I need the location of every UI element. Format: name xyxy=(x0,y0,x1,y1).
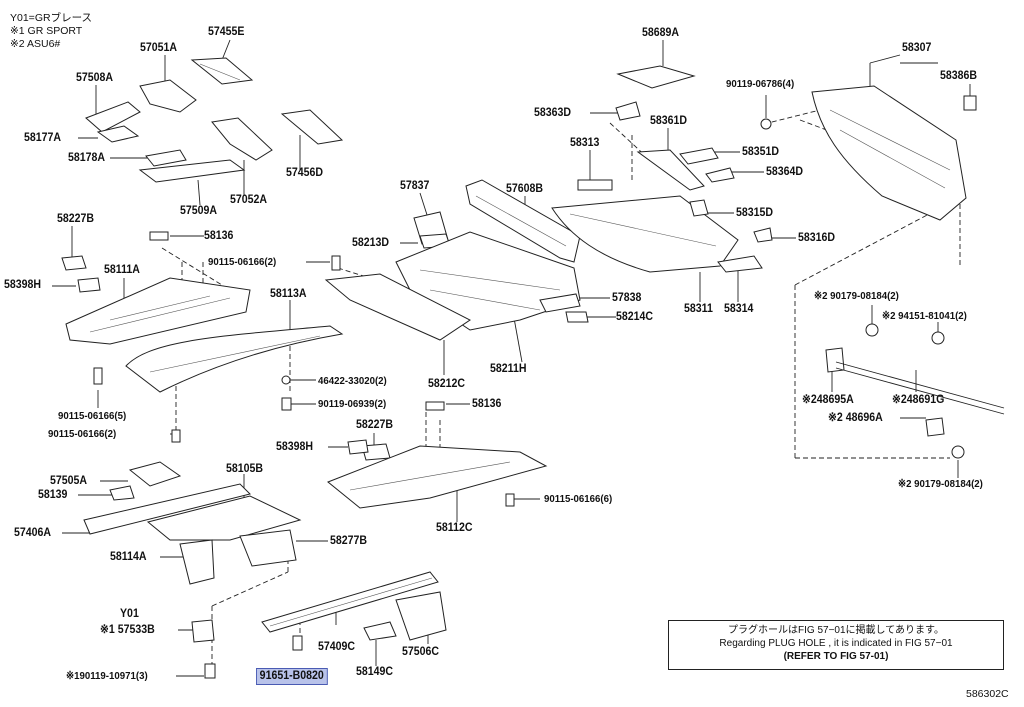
part-label-58136-a[interactable]: 58136 xyxy=(204,230,234,242)
part-label-48691G[interactable]: ※248691G xyxy=(892,394,945,406)
part-label-58313[interactable]: 58313 xyxy=(570,137,600,149)
part-label-57051A[interactable]: 57051A xyxy=(140,42,178,54)
part-label-58227B-a[interactable]: 58227B xyxy=(57,213,95,225)
part-label-58105B[interactable]: 58105B xyxy=(226,463,264,475)
part-label-58386B[interactable]: 58386B xyxy=(940,70,978,82)
part-label-58112C[interactable]: 58112C xyxy=(436,522,473,534)
bolt-label-90179-08184-a[interactable]: ※2 90179-08184(2) xyxy=(814,290,899,302)
bolt-label-90115-06166-6[interactable]: 90115-06166(6) xyxy=(544,493,613,505)
bolt-label-90119-06939[interactable]: 90119-06939(2) xyxy=(318,398,387,410)
bolt-label-90179-08184-b[interactable]: ※2 90179-08184(2) xyxy=(898,478,983,490)
note-line-1: プラグホールはFIG 57−01に掲載してあります。 xyxy=(728,625,944,636)
part-label-58351D[interactable]: 58351D xyxy=(742,146,780,158)
part-label-57506C[interactable]: 57506C xyxy=(402,646,440,658)
part-label-57505A[interactable]: 57505A xyxy=(50,475,88,487)
note-line-3: (REFER TO FIG 57-01) xyxy=(783,651,889,662)
part-label-57406A[interactable]: 57406A xyxy=(14,527,52,539)
part-label-58314[interactable]: 58314 xyxy=(724,303,754,315)
part-label-57837[interactable]: 57837 xyxy=(400,180,430,192)
part-label-58315D[interactable]: 58315D xyxy=(736,207,774,219)
part-label-58214C[interactable]: 58214C xyxy=(616,311,654,323)
dashed-guides xyxy=(161,109,964,668)
part-label-57509A[interactable]: 57509A xyxy=(180,205,218,217)
legend-line-2: ※1 GR SPORT xyxy=(10,25,83,37)
bolt-label-90115-06166-5[interactable]: 90115-06166(5) xyxy=(58,410,127,422)
part-label-58149C[interactable]: 58149C xyxy=(356,666,394,678)
part-label-58178A[interactable]: 58178A xyxy=(68,152,106,164)
bolt-label-90115-06166-2b[interactable]: 90115-06166(2) xyxy=(48,428,117,440)
part-label-58211H[interactable]: 58211H xyxy=(490,363,527,375)
legend: Y01=GRブレース ※1 GR SPORT ※2 ASU6# xyxy=(10,12,92,51)
bolt-label-90119-06786[interactable]: 90119-06786(4) xyxy=(726,78,795,90)
part-label-57456D[interactable]: 57456D xyxy=(286,167,324,179)
part-label-58363D[interactable]: 58363D xyxy=(534,107,572,119)
bolt-label-94151-81041[interactable]: ※2 94151-81041(2) xyxy=(882,310,967,322)
part-label-57608B[interactable]: 57608B xyxy=(506,183,544,195)
leader-lines xyxy=(52,39,971,677)
part-label-48696A[interactable]: ※2 48696A xyxy=(828,412,883,424)
part-label-58113A[interactable]: 58113A xyxy=(270,288,307,300)
part-label-57409C[interactable]: 57409C xyxy=(318,641,356,653)
part-label-57838[interactable]: 57838 xyxy=(612,292,642,304)
part-label-58311[interactable]: 58311 xyxy=(684,303,713,315)
diagram-id: 586302C xyxy=(966,688,1009,700)
part-label-57533B[interactable]: ※1 57533B xyxy=(100,624,155,636)
bolt-label-46422-33020[interactable]: 46422-33020(2) xyxy=(318,375,387,387)
part-label-58398H-b[interactable]: 58398H xyxy=(276,441,314,453)
part-label-58114A[interactable]: 58114A xyxy=(110,551,147,563)
part-label-58177A[interactable]: 58177A xyxy=(24,132,62,144)
legend-line-1: Y01=GRブレース xyxy=(10,12,93,24)
part-label-58361D[interactable]: 58361D xyxy=(650,115,688,127)
part-label-57052A[interactable]: 57052A xyxy=(230,194,268,206)
part-label-57455E[interactable]: 57455E xyxy=(208,26,245,38)
y01-label: Y01 xyxy=(120,608,139,620)
legend-line-3: ※2 ASU6# xyxy=(10,38,61,50)
part-label-57508A[interactable]: 57508A xyxy=(76,72,114,84)
part-label-58139[interactable]: 58139 xyxy=(38,489,68,501)
bolt-label-90119-10971[interactable]: ※190119-10971(3) xyxy=(66,670,148,682)
part-label-58364D[interactable]: 58364D xyxy=(766,166,804,178)
parts xyxy=(61,57,1005,679)
part-label-58316D[interactable]: 58316D xyxy=(798,232,836,244)
plug-hole-note: プラグホールはFIG 57−01に掲載してあります。 Regarding PLU… xyxy=(668,620,1004,670)
part-label-58689A[interactable]: 58689A xyxy=(642,27,680,39)
bolt-label-90115-06166-2[interactable]: 90115-06166(2) xyxy=(208,256,277,268)
part-label-58136-b[interactable]: 58136 xyxy=(472,398,502,410)
part-label-58398H-a[interactable]: 58398H xyxy=(4,279,42,291)
part-label-91651-B0820-highlighted[interactable]: 91651-B0820 xyxy=(256,668,328,685)
part-label-48695A[interactable]: ※248695A xyxy=(802,394,854,406)
part-label-58227B-b[interactable]: 58227B xyxy=(356,419,394,431)
part-label-58213D[interactable]: 58213D xyxy=(352,237,390,249)
note-line-2: Regarding PLUG HOLE , it is indicated in… xyxy=(719,638,953,649)
part-label-58111A[interactable]: 58111A xyxy=(104,264,140,276)
part-label-58307[interactable]: 58307 xyxy=(902,42,932,54)
part-label-58212C[interactable]: 58212C xyxy=(428,378,466,390)
part-label-58277B[interactable]: 58277B xyxy=(330,535,368,547)
